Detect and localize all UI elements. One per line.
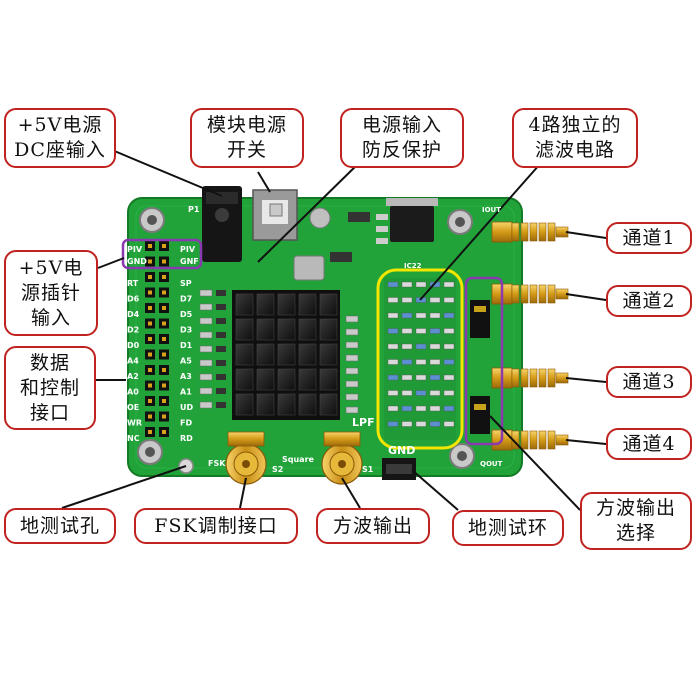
pin-label-left: RT	[127, 279, 139, 288]
label-ch4: 通道4	[606, 428, 692, 460]
piv-highlight-box	[121, 238, 203, 270]
silk-ic22: IC22	[404, 262, 422, 270]
label-fsk: FSK调制接口	[134, 508, 298, 544]
silk-s1: S1	[362, 465, 374, 474]
silk-fsk: FSK	[208, 459, 226, 468]
label-module-switch: 模块电源 开关	[190, 108, 304, 168]
filter-circuit	[384, 278, 456, 440]
pin-label-left: A4	[127, 357, 139, 366]
pin-label-left: D6	[127, 295, 140, 304]
pin-label-right: D3	[180, 326, 192, 335]
pin-label-left: D2	[127, 326, 139, 335]
pin-label-left: D0	[127, 341, 140, 350]
dc-jack	[202, 186, 242, 262]
label-power-dc: +5V电源 DC座输入	[4, 108, 116, 168]
pin-label-right: FD	[180, 419, 192, 428]
pin-label-left: NC	[127, 434, 140, 443]
pin-label-gnd-right: GNF	[180, 257, 199, 266]
silk-iout: IOUT	[482, 206, 501, 214]
label-data-ctrl: 数据 和控制 接口	[4, 346, 96, 430]
mount-holes	[137, 207, 475, 469]
pin-label-left: WR	[127, 419, 142, 428]
pin-label-right: A1	[180, 388, 192, 397]
pin-label-piv-right: PIV	[180, 245, 196, 254]
pin-label-right: A5	[180, 357, 192, 366]
pin-label-right: D7	[180, 295, 192, 304]
pin-label-right: SP	[180, 279, 192, 288]
pin-label-right: UD	[180, 403, 193, 412]
sma-bottom	[225, 431, 363, 485]
pin-label-gnd-left: GND	[127, 257, 147, 266]
silk-square: Square	[282, 455, 315, 464]
label-ch2: 通道2	[606, 285, 692, 317]
silk-gnd: GND	[388, 444, 415, 457]
label-power-pin: +5V电 源插针 输入	[4, 250, 98, 336]
silk-p1: P1	[188, 205, 200, 214]
voltage-regulator	[376, 198, 438, 244]
pin-label-left: A0	[127, 388, 139, 397]
filter-highlight-box	[376, 268, 464, 450]
pin-label-right: D1	[180, 341, 193, 350]
silk-qout: QOUT	[480, 460, 503, 468]
pin-label-right: D5	[180, 310, 193, 319]
label-filter-circuit: 4路独立的 滤波电路	[512, 108, 638, 168]
label-gnd-ring: 地测试环	[452, 510, 564, 546]
label-square-out: 方波输出	[316, 508, 430, 544]
pin-label-left: OE	[127, 403, 139, 412]
silk-lpf: LPF	[352, 416, 375, 429]
label-reverse-protect: 电源输入 防反保护	[340, 108, 464, 168]
pin-label-left: D4	[127, 310, 140, 319]
label-gnd-hole: 地测试孔	[4, 508, 116, 544]
square-wave-jumpers	[470, 300, 490, 434]
jumper-highlight-box	[464, 276, 504, 446]
leader-lines	[61, 149, 607, 511]
pin-label-piv-left: PIV	[127, 245, 143, 254]
silk-s2: S2	[272, 465, 283, 474]
pin-label-right: A3	[180, 372, 192, 381]
label-ch1: 通道1	[606, 222, 692, 254]
label-ch3: 通道3	[606, 366, 692, 398]
pin-header	[145, 241, 169, 437]
label-square-sel: 方波输出 选择	[580, 492, 692, 550]
pin-label-left: A2	[127, 372, 139, 381]
pin-label-right: RD	[180, 434, 193, 443]
power-switch	[252, 189, 298, 241]
gnd-test-ring	[382, 458, 416, 480]
heatsink	[232, 290, 340, 420]
